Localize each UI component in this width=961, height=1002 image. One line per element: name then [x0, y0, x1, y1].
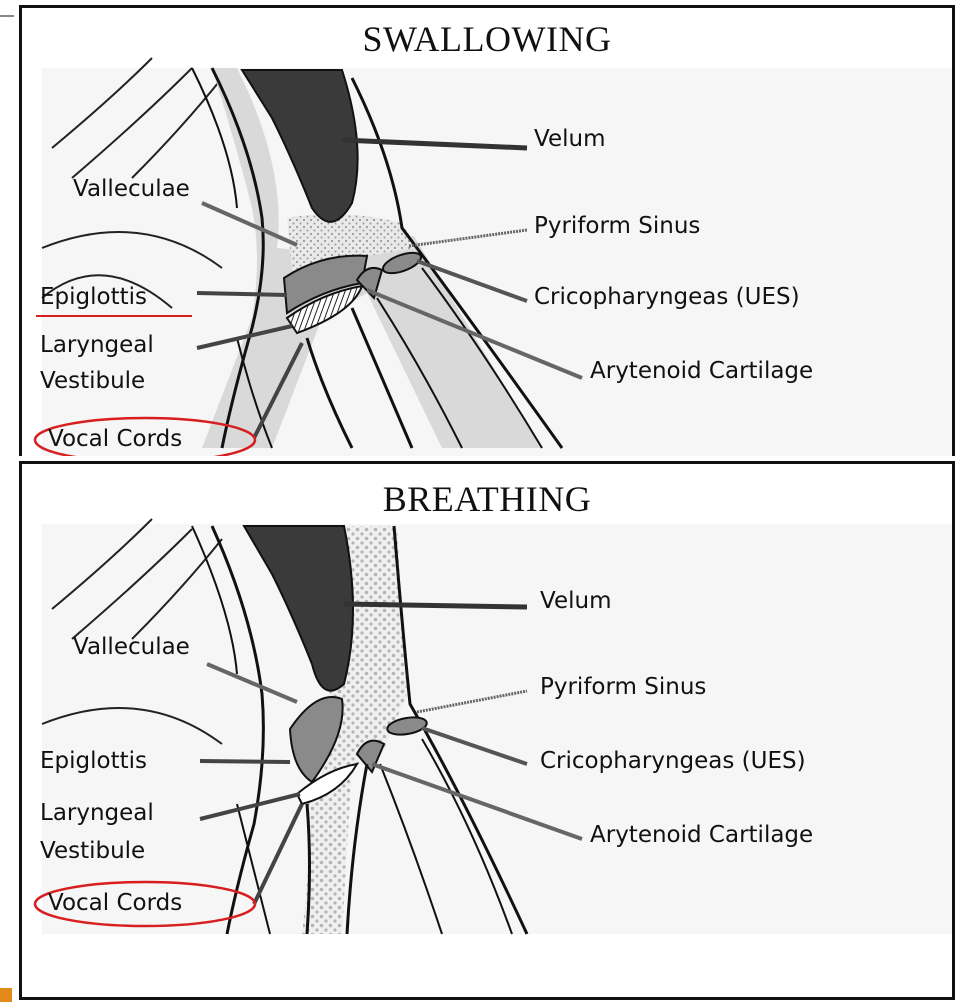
label-velum: Velum — [534, 126, 605, 152]
label-cricopharyngeas: Cricopharyngeas (UES) — [534, 284, 800, 310]
leader-epiglottis — [197, 293, 287, 295]
label-pyriform-sinus: Pyriform Sinus — [534, 213, 700, 239]
label-vocal-cords: Vocal Cords — [48, 426, 182, 452]
label-cricopharyngeas: Cricopharyngeas (UES) — [540, 748, 806, 774]
label-laryngeal: Laryngeal — [40, 332, 154, 358]
swallowing-title: SWALLOWING — [22, 18, 952, 60]
slide-accent-block — [0, 988, 12, 1002]
breathing-title: BREATHING — [22, 478, 952, 520]
swallowing-illustration — [22, 8, 955, 456]
label-arytenoid: Arytenoid Cartilage — [590, 822, 813, 848]
leader-velum — [344, 604, 527, 607]
label-vestibule: Vestibule — [40, 368, 145, 394]
label-pyriform-sinus: Pyriform Sinus — [540, 674, 706, 700]
breathing-illustration — [22, 464, 955, 1000]
label-vestibule: Vestibule — [40, 838, 145, 864]
swallowing-panel: SWALLOWING Velum Valleculae Pyriform Sin… — [19, 5, 955, 456]
breathing-panel: BREATHING Velum Valleculae Pyriform Sinu… — [19, 461, 955, 1000]
label-valleculae: Valleculae — [73, 176, 190, 202]
slide-accent-line — [0, 15, 14, 17]
label-laryngeal: Laryngeal — [40, 800, 154, 826]
leader-epiglottis — [200, 761, 290, 762]
label-valleculae: Valleculae — [73, 634, 190, 660]
label-epiglottis: Epiglottis — [40, 748, 147, 774]
label-arytenoid: Arytenoid Cartilage — [590, 358, 813, 384]
label-velum: Velum — [540, 588, 611, 614]
label-vocal-cords: Vocal Cords — [48, 890, 182, 916]
label-epiglottis: Epiglottis — [40, 284, 147, 310]
